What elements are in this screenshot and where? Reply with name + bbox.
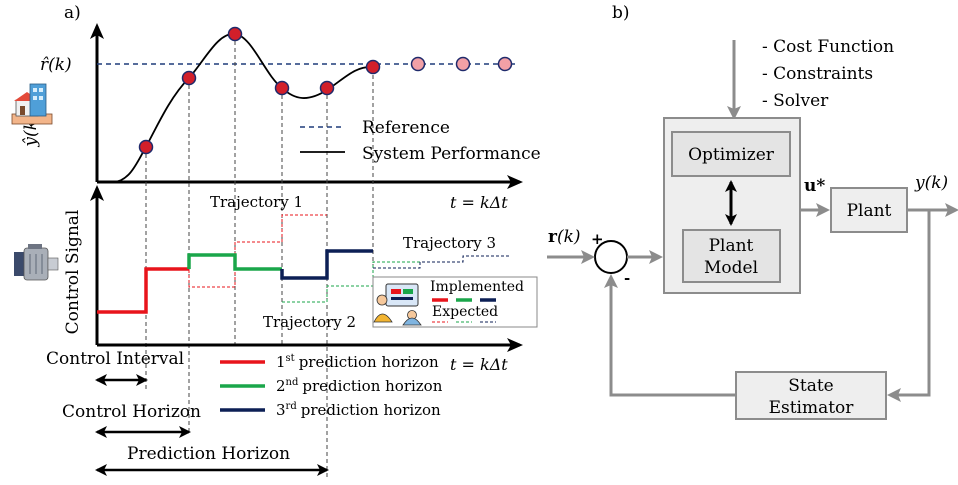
- trajectory-3-label: Trajectory 3: [403, 234, 496, 252]
- signal-lines: [547, 203, 958, 402]
- prediction-horizon-label: Prediction Horizon: [127, 444, 290, 464]
- plant-model-label-1: Plant: [709, 236, 754, 256]
- control-interval-label: Control Interval: [46, 349, 184, 369]
- control-horizon-label: Control Horizon: [62, 402, 201, 422]
- motor-icon: [14, 244, 59, 281]
- trajectory-1-label: Trajectory 1: [210, 193, 303, 211]
- plant-label: Plant: [847, 201, 892, 221]
- trajectory-2-label: Trajectory 2: [263, 313, 356, 331]
- implemented-green: [187, 253, 282, 271]
- solver-text: - Solver: [762, 91, 829, 111]
- r-k-label: r(k): [548, 227, 581, 247]
- plant-box: [830, 187, 908, 233]
- implemented-label: Implemented: [430, 279, 524, 295]
- state-estimator-label-2: Estimator: [769, 398, 855, 418]
- state-estimator-box: [735, 371, 887, 420]
- r-hat-label: r̂(k): [40, 55, 72, 75]
- sample-markers: [138, 26, 513, 155]
- time-label-top: t = kΔt: [450, 193, 508, 212]
- cost-function-text: - Cost Function: [762, 37, 894, 57]
- legend-system-text: System Performance: [362, 144, 541, 164]
- implemented-red: [97, 267, 189, 314]
- legend-reference-text: Reference: [362, 118, 450, 138]
- state-estimator-label-1: State: [788, 376, 834, 396]
- plant-model-box: [682, 229, 781, 283]
- u-star-label: u*: [804, 176, 825, 196]
- panel-b-label: b): [612, 3, 630, 23]
- y-k-label: y(k): [914, 173, 948, 193]
- implemented-navy: [280, 249, 373, 280]
- engineer-monitor-icon: [373, 283, 422, 326]
- optimizer-label: Optimizer: [688, 145, 775, 165]
- expected-label: Expected: [432, 304, 498, 320]
- expected-trajectories: [188, 214, 510, 303]
- plant-model-label-2: Model: [704, 258, 758, 278]
- plus-sign: +: [591, 230, 604, 248]
- constraints-text: - Constraints: [762, 64, 873, 84]
- time-label-bottom: t = kΔt: [450, 355, 508, 374]
- minus-sign: -: [624, 269, 630, 287]
- panel-a-label: a): [64, 3, 81, 23]
- optimizer-box: [671, 131, 791, 177]
- control-signal-label: Control Signal: [63, 210, 83, 335]
- system-performance-curve: [112, 33, 374, 183]
- building-icon: [11, 83, 53, 125]
